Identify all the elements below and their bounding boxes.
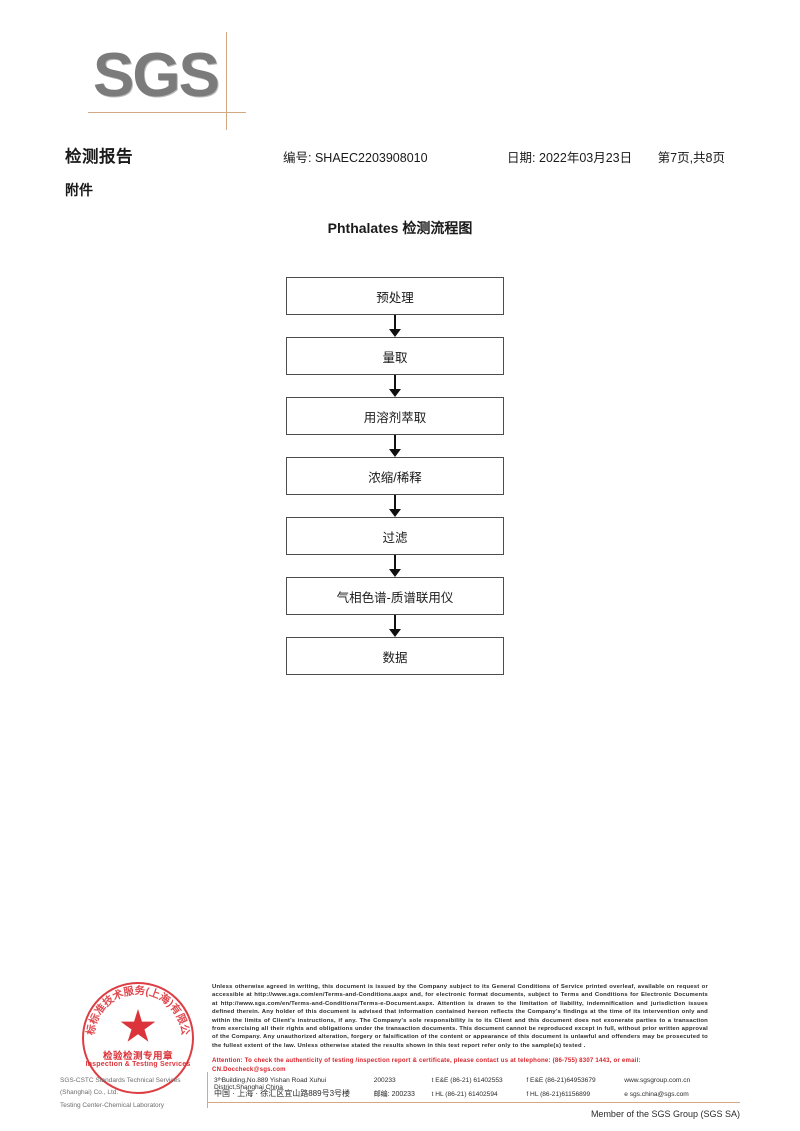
phone-tel-cn: t HL (86-21) 61402594 [431, 1091, 498, 1098]
sgs-logo: SGS [88, 32, 248, 130]
flow-box-solvent-extraction: 用溶剂萃取 [286, 397, 504, 435]
logo-vertical-rule [226, 32, 227, 130]
postcode-en: 200233 [373, 1077, 396, 1084]
flow-box-pretreatment: 预处理 [286, 277, 504, 315]
postcode-cn-label: 邮编: [373, 1091, 390, 1098]
seal-center-en-text: Inspection & Testing Services [85, 1061, 191, 1068]
flow-box-concentrate-dilute: 浓缩/稀释 [286, 457, 504, 495]
arrow-head [389, 449, 401, 457]
report-date-label: 日期: [507, 151, 536, 165]
attachment-label: 附件 [65, 182, 93, 198]
arrow-head [389, 509, 401, 517]
flow-step: 气相色谱-质谱联用仪 [286, 577, 504, 615]
legal-disclaimer-text: Unless otherwise agreed in writing, this… [212, 984, 708, 1049]
address-en: 3ᵗʰBuilding,No.889 Yishan Road Xuhui Dis… [214, 1077, 327, 1091]
flow-arrow-icon [286, 555, 504, 577]
report-date-value: 2022年03月23日 [539, 151, 633, 165]
report-number-value: SHAEC2203908010 [314, 151, 428, 165]
seal-center-cn-text: 检验检测专用章 [102, 1051, 173, 1062]
flow-box-filtration: 过滤 [286, 517, 504, 555]
arrow-shaft [394, 375, 396, 391]
company-name-line-1: SGS-CSTC Standards Technical Services (S… [60, 1077, 181, 1097]
phone-fax-cn: f HL (86-21)61156899 [526, 1091, 591, 1098]
arrow-head [389, 329, 401, 337]
flow-arrow-icon [286, 315, 504, 337]
company-name-block: SGS-CSTC Standards Technical Services (S… [60, 1075, 210, 1112]
logo-horizontal-rule [88, 112, 246, 113]
email-address: e sgs.china@sgs.com [624, 1091, 689, 1098]
address-row-en: 3ᵗʰBuilding,No.889 Yishan Road Xuhui Dis… [214, 1077, 734, 1091]
phone-fax-en: f E&E (86-21)64953679 [526, 1077, 596, 1084]
flow-arrow-icon [286, 375, 504, 397]
sgs-group-member-line: Member of the SGS Group (SGS SA) [590, 1109, 740, 1119]
flow-step: 量取 [286, 337, 504, 375]
arrow-shaft [394, 435, 396, 451]
arrow-shaft [394, 555, 396, 571]
seal-outer-ring [82, 982, 194, 1094]
company-seal: 通标标准技术服务(上海)有限公司 检验检测专用章 Inspection & Te… [82, 982, 194, 1094]
address-row-cn: 中国 · 上海 · 徐汇区宜山路889号3号楼 邮编: 200233 t HL … [214, 1089, 734, 1102]
arrow-head [389, 569, 401, 577]
flowchart-title: Phthalates 检测流程图 [327, 220, 473, 236]
postcode-cn-value: 200233 [391, 1091, 415, 1098]
logo-wordmark: SGS [93, 41, 220, 110]
flow-arrow-icon [286, 615, 504, 637]
arrow-shaft [394, 315, 396, 331]
arrow-shaft [394, 615, 396, 631]
page-title: 检测报告 [65, 148, 133, 166]
phone-tel-en: t E&E (86-21) 61402553 [431, 1077, 503, 1084]
arrow-head [389, 389, 401, 397]
header-metadata: 编号: SHAEC2203908010 日期: 2022年03月23日 第7页,… [283, 147, 725, 166]
flow-arrow-icon [286, 495, 504, 517]
address-cn: 中国 · 上海 · 徐汇区宜山路889号3号楼 [214, 1089, 351, 1098]
flow-box-data: 数据 [286, 637, 504, 675]
flow-step: 数据 [286, 637, 504, 675]
flow-box-gc-ms: 气相色谱-质谱联用仪 [286, 577, 504, 615]
page-indicator: 第7页,共8页 [657, 151, 726, 165]
flow-step: 过滤 [286, 517, 504, 555]
footer-address-grid: 3ᵗʰBuilding,No.889 Yishan Road Xuhui Dis… [214, 1077, 734, 1102]
postcode-cn: 邮编: 200233 [374, 1091, 432, 1098]
flow-step: 浓缩/稀释 [286, 457, 504, 495]
flow-step: 用溶剂萃取 [286, 397, 504, 435]
flowchart: 预处理 量取 用溶剂萃取 浓缩/稀释 过滤 气相色谱-质谱联用仪 数据 [286, 277, 504, 675]
flow-box-measure: 量取 [286, 337, 504, 375]
footer-vertical-divider [207, 1072, 209, 1108]
arrow-head [389, 629, 401, 637]
arrow-shaft [394, 495, 396, 511]
flow-arrow-icon [286, 435, 504, 457]
report-date: 日期: 2022年03月23日 [507, 151, 636, 165]
attention-notice-text: Attention: To check the authenticity of … [212, 1057, 641, 1073]
website-url: www.sgsgroup.com.cn [624, 1077, 691, 1084]
report-number: 编号: SHAEC2203908010 [283, 151, 431, 165]
flow-step: 预处理 [286, 277, 504, 315]
company-name-line-2: Testing Center-Chemical Laboratory [60, 1101, 165, 1109]
report-number-label: 编号: [283, 151, 312, 165]
footer-horizontal-divider [207, 1102, 740, 1104]
